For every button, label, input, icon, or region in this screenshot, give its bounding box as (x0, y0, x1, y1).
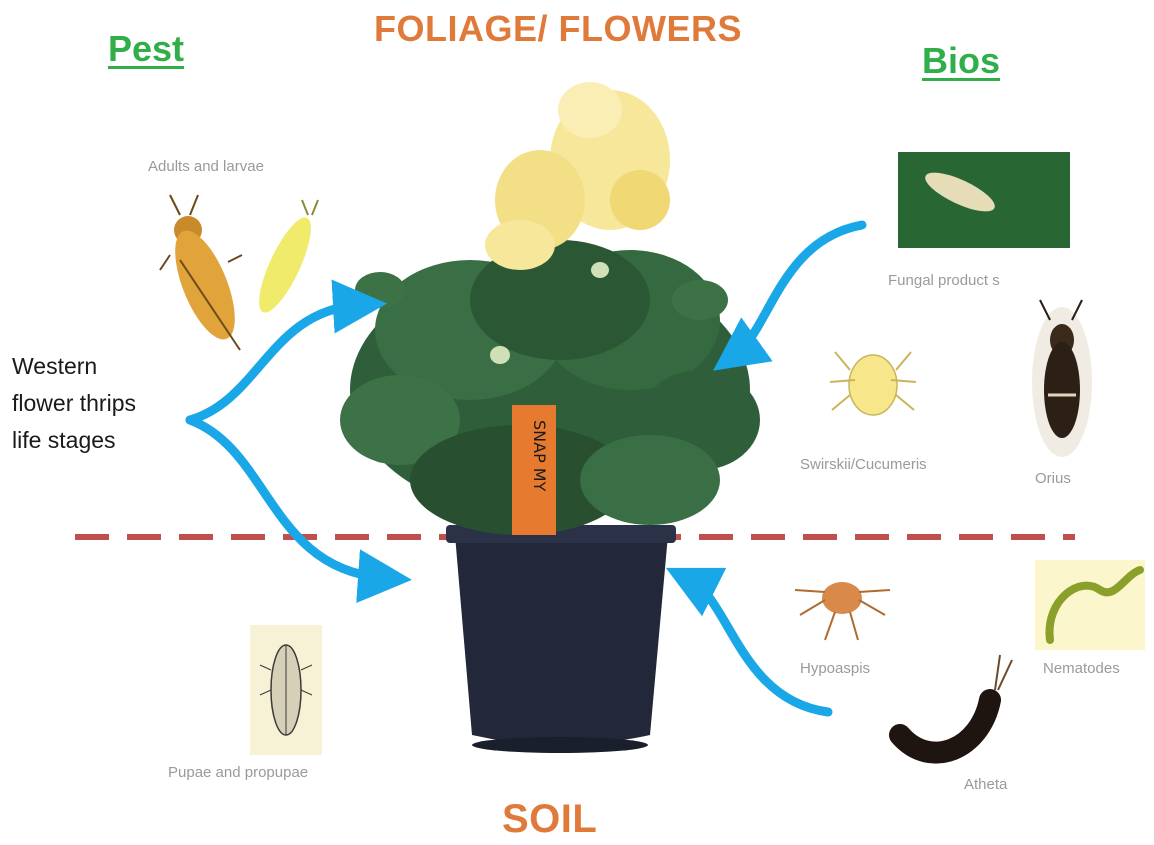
atheta-beetle-icon (900, 655, 1012, 753)
orius-bug-icon (1032, 300, 1092, 457)
plant-tag-text: SNAP MY (530, 420, 549, 492)
swirskii-cucumeris-label: Swirskii/Cucumeris (800, 456, 927, 473)
western-flower-thrips-label: Western flower thrips life stages (12, 348, 136, 459)
main-label-line-3: life stages (12, 422, 136, 459)
thrips-adult-icon (160, 195, 247, 350)
hypoaspis-mite-icon (795, 582, 890, 640)
arrow-bios-to-soil (690, 580, 828, 712)
main-label-line-2: flower thrips (12, 385, 136, 422)
orius-label: Orius (1035, 470, 1071, 487)
swirskii-mite-icon (830, 352, 916, 415)
pupae-propupae-label: Pupae and propupae (168, 764, 308, 781)
hypoaspis-label: Hypoaspis (800, 660, 870, 677)
fungal-products-label: Fungal product s (888, 272, 1000, 289)
nematode-icon (1035, 560, 1145, 650)
nematodes-label: Nematodes (1043, 660, 1120, 677)
atheta-label: Atheta (964, 776, 1007, 793)
thrips-pupa-icon (250, 625, 322, 755)
fungal-product-photo (898, 152, 1070, 248)
thrips-larva-icon (249, 200, 320, 318)
arrow-bios-to-foliage (735, 225, 862, 355)
adults-larvae-label: Adults and larvae (148, 158, 264, 175)
main-label-line-1: Western (12, 348, 136, 385)
pot-illustration (446, 525, 676, 753)
